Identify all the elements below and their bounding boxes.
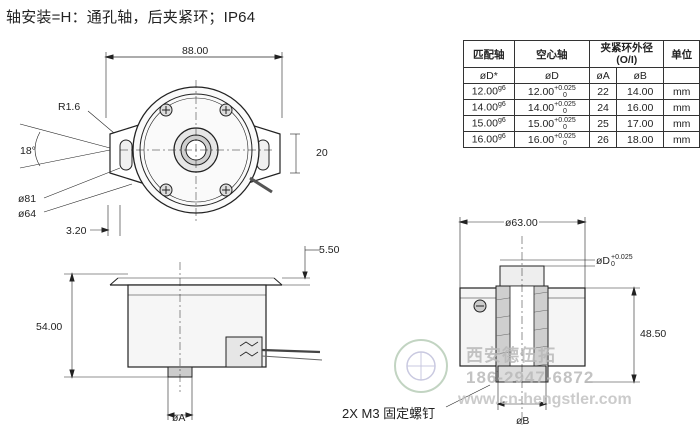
subheader-shaft: øD* <box>463 67 515 84</box>
watermark-phone: 186-2947-6872 <box>466 368 595 387</box>
dim-oa: øA <box>172 412 186 424</box>
dim-20: 20 <box>316 147 328 159</box>
dim-4850: 48.50 <box>640 328 667 340</box>
subheader-hollow: øD <box>513 67 591 84</box>
dim-ob: øB <box>516 415 530 427</box>
dim-r16: R1.6 <box>58 101 81 113</box>
screw-note: 2X M3 固定螺钉 <box>342 406 436 421</box>
page-title: 轴安装=H：通孔轴，后夹紧环；IP64 <box>6 9 256 26</box>
watermark-url: www.cn-hengstler.com <box>458 391 632 408</box>
od-tol-lower: 0 <box>611 261 615 268</box>
header-hollow-shaft: 空心轴 <box>513 40 591 68</box>
header-unit: 单位 <box>663 40 700 68</box>
subheader-a: øA <box>589 67 618 84</box>
spec-table: 匹配轴 空心轴 夹紧环外径(O/I) 单位 øD* øD øA øB 12.00… <box>463 40 700 148</box>
dim-550: 5.50 <box>319 244 340 256</box>
header-mating-shaft: 匹配轴 <box>463 40 515 68</box>
table-subheader-row: øD* øD øA øB <box>463 67 700 84</box>
header-clamp-ring: 夹紧环外径(O/I) <box>589 40 665 68</box>
table-header-row: 匹配轴 空心轴 夹紧环外径(O/I) 单位 <box>463 40 700 68</box>
od-tol-upper: +0.025 <box>611 254 633 261</box>
dim-o64: ø64 <box>18 208 37 220</box>
watermark-logo <box>394 339 448 393</box>
header-clamp-ring-sub: (O/I) <box>616 54 638 66</box>
dim-88: 88.00 <box>182 45 209 57</box>
section-view-drawing <box>445 217 640 425</box>
dim-o63: ø63.00 <box>504 217 539 229</box>
dim-o81: ø81 <box>18 193 37 205</box>
top-view-drawing <box>19 52 300 236</box>
dim-320: 3.20 <box>66 225 87 237</box>
subheader-b: øB <box>616 67 665 84</box>
dim-18deg: 18° <box>20 145 36 157</box>
dim-54: 54.00 <box>36 321 63 333</box>
side-view-drawing <box>64 246 323 420</box>
watermark-company: 西安德伍拓 <box>466 346 556 365</box>
